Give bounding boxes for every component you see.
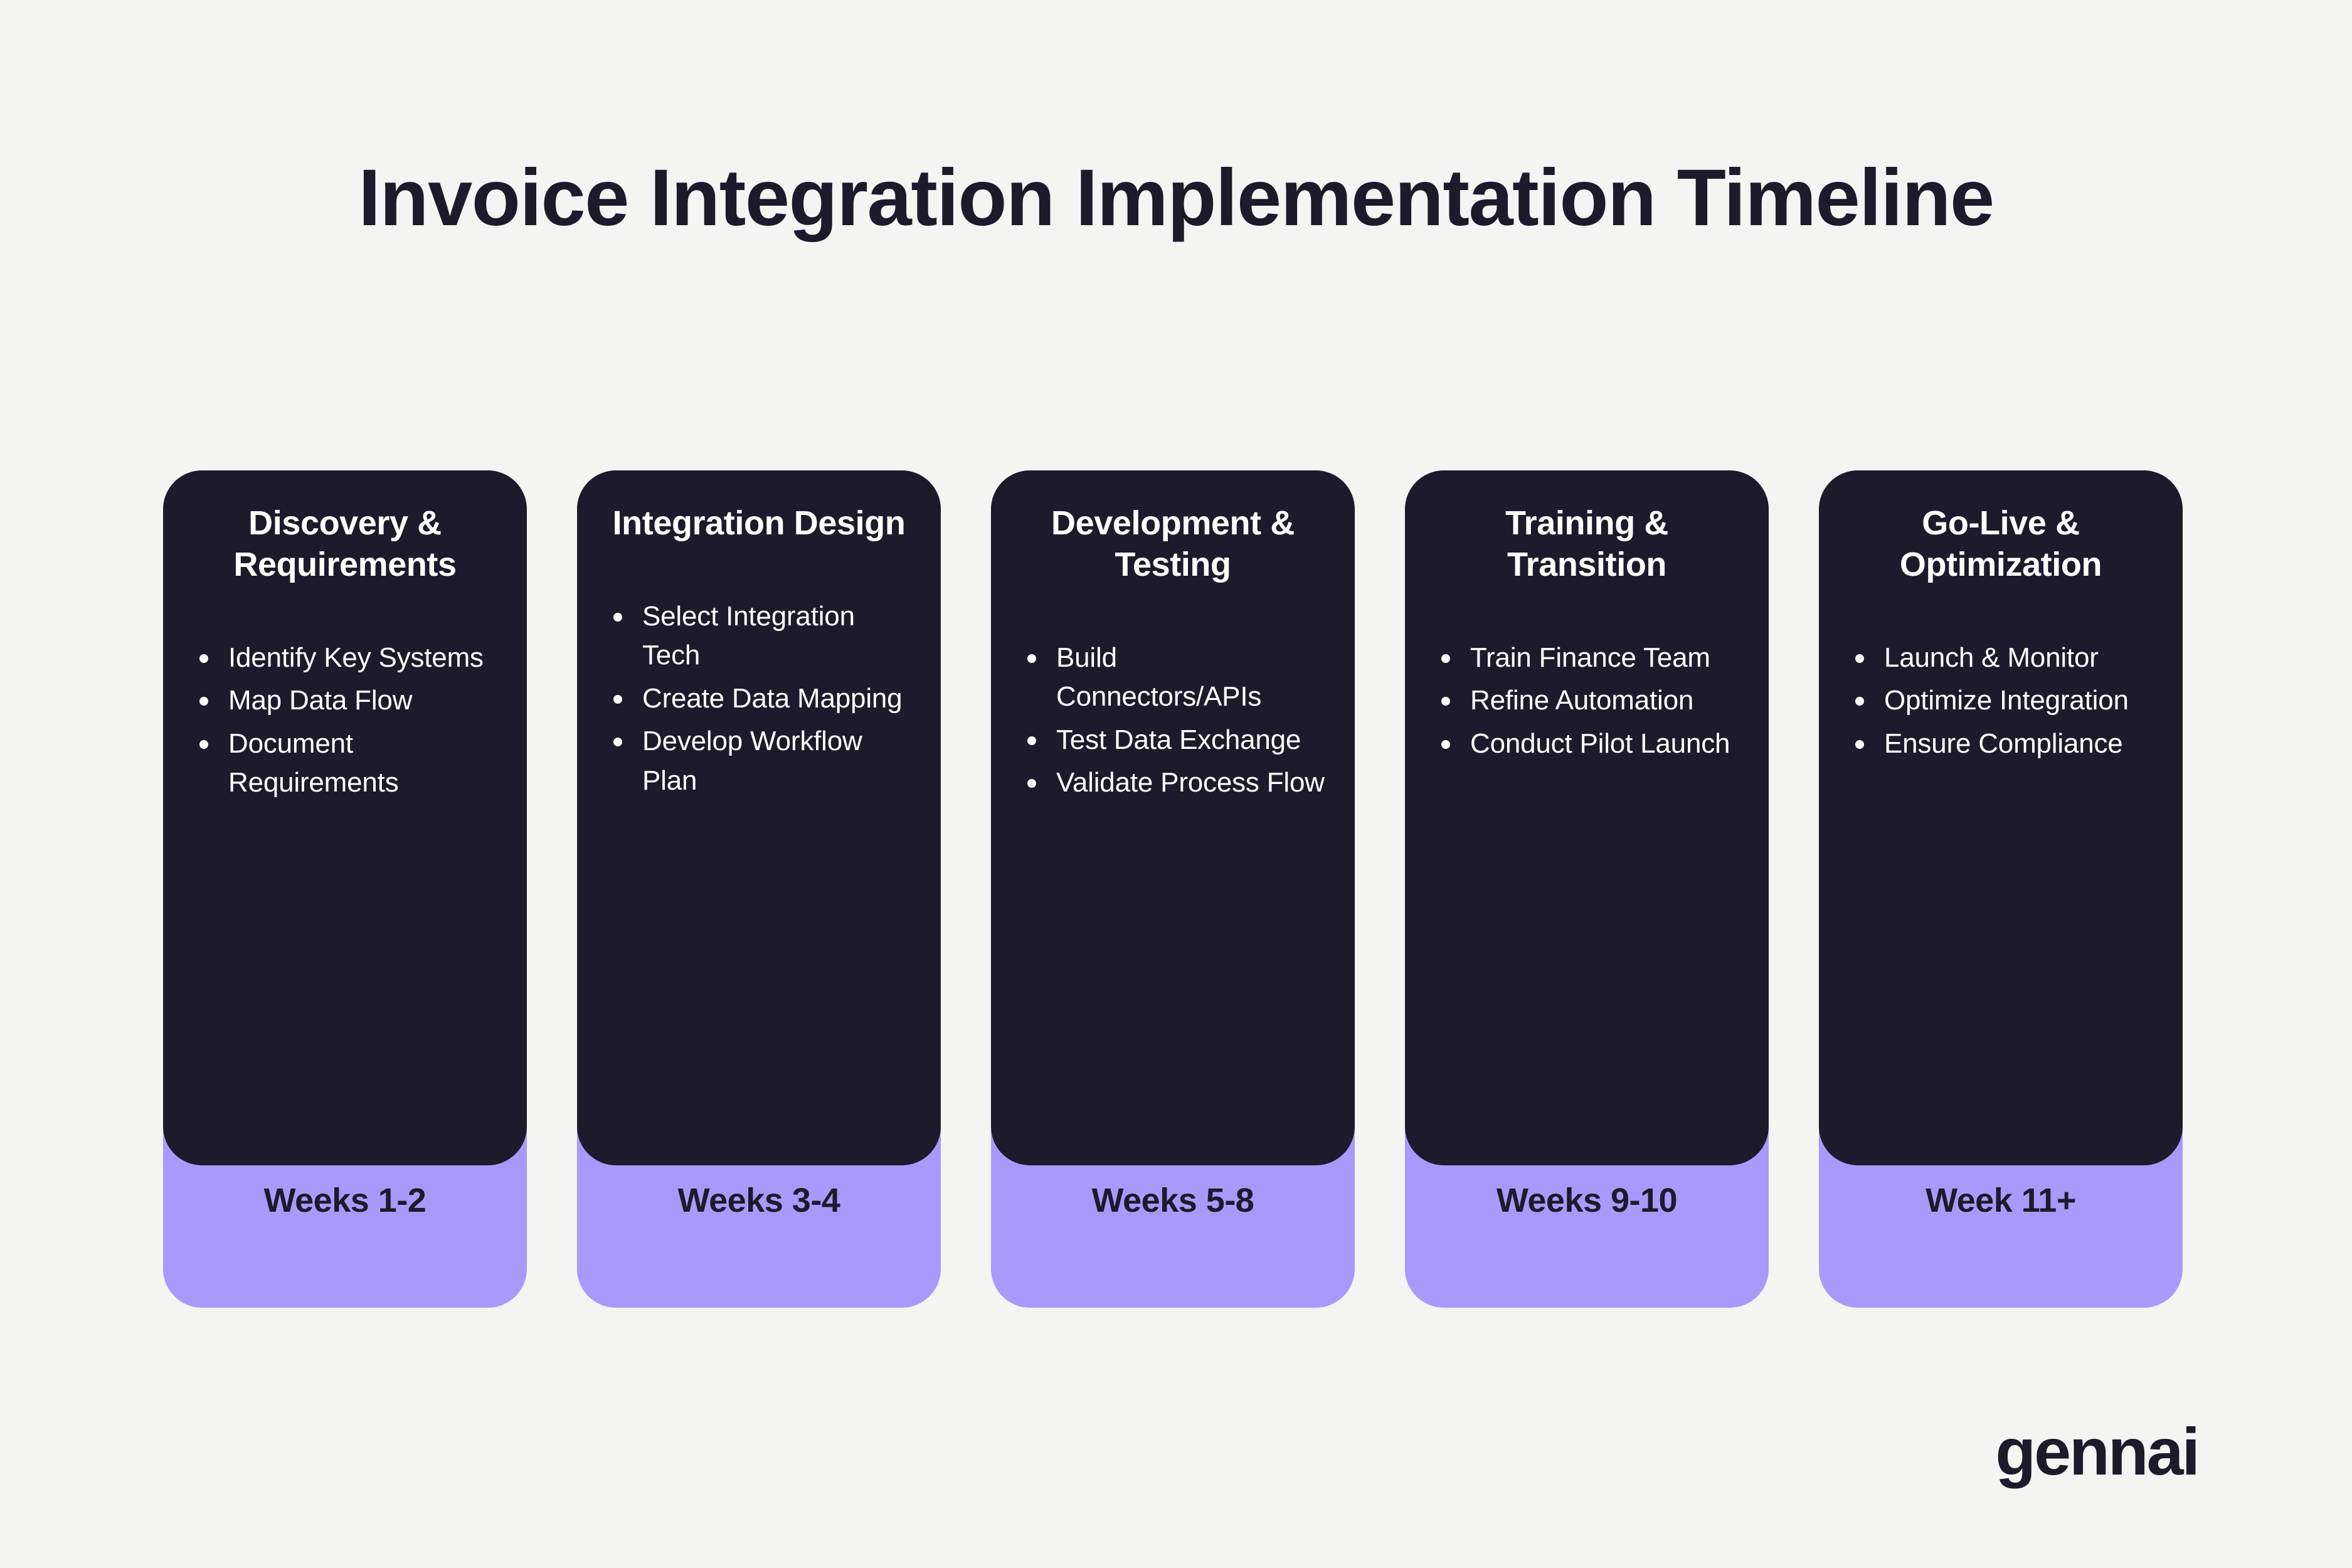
bullet-icon xyxy=(1441,739,1450,749)
stage-activity-label: Test Data Exchange xyxy=(1056,724,1301,755)
stage-activity-label: Refine Automation xyxy=(1470,685,1694,716)
bullet-icon xyxy=(1027,736,1036,745)
brand-logo: gennai xyxy=(1995,1415,2200,1489)
stage-activity-label: Build Connectors/APIs xyxy=(1056,642,1262,712)
stage-activity-item: Validate Process Flow xyxy=(1022,763,1326,802)
bullet-icon xyxy=(1027,779,1036,788)
stage-title: Development & Testing xyxy=(1051,504,1295,583)
stage-activity-label: Ensure Compliance xyxy=(1884,728,2123,759)
stage-activity-label: Create Data Mapping xyxy=(642,682,903,714)
bullet-icon xyxy=(613,694,622,704)
stage-activity-item: Refine Automation xyxy=(1436,681,1740,720)
stage-activity-item: Optimize Integration xyxy=(1850,681,2154,720)
stage-activity-label: Launch & Monitor xyxy=(1884,642,2099,673)
page-title: Invoice Integration Implementation Timel… xyxy=(358,153,1994,243)
stage-activity-item: Map Data Flow xyxy=(194,681,498,720)
stage-activity-item: Train Finance Team xyxy=(1436,638,1740,677)
bullet-icon xyxy=(1441,697,1450,706)
stage-activity-label: Train Finance Team xyxy=(1470,642,1710,673)
stage-activity-item: Document Requirements xyxy=(194,724,498,803)
stage-activity-item: Select Integration Tech xyxy=(608,597,912,675)
bullet-icon xyxy=(1441,654,1450,663)
stage-activity-label: Select Integration Tech xyxy=(642,600,855,671)
stage-duration-label: Weeks 5-8 xyxy=(1091,1182,1254,1219)
page-title-container: Invoice Integration Implementation Timel… xyxy=(0,146,2352,252)
stage-activity-item: Build Connectors/APIs xyxy=(1022,638,1326,717)
bullet-icon xyxy=(1027,654,1036,663)
stage-duration-label: Weeks 1-2 xyxy=(263,1182,426,1219)
stage-title: Discovery & Requirements xyxy=(233,504,457,583)
stage-activity-item: Develop Workflow Plan xyxy=(608,722,912,800)
stage-duration-label: Weeks 3-4 xyxy=(677,1182,840,1219)
stage-activity-item: Create Data Mapping xyxy=(608,679,912,718)
stage-activity-label: Map Data Flow xyxy=(228,685,413,716)
bullet-icon xyxy=(613,612,622,622)
bullet-icon xyxy=(613,738,622,747)
stage-activity-label: Conduct Pilot Launch xyxy=(1470,728,1730,759)
stage-title: Integration Design xyxy=(612,504,906,542)
stage-duration-label: Week 11+ xyxy=(1926,1182,2076,1219)
stage-activity-label: Identify Key Systems xyxy=(228,642,484,673)
stage-activity-item: Ensure Compliance xyxy=(1850,724,2154,763)
stage-duration-label: Weeks 9-10 xyxy=(1496,1182,1678,1219)
bullet-icon xyxy=(199,654,208,663)
stage-activity-label: Document Requirements xyxy=(228,728,399,798)
bullet-icon xyxy=(1855,697,1864,706)
stage-title: Go-Live & Optimization xyxy=(1899,504,2102,583)
stage-activity-item: Conduct Pilot Launch xyxy=(1436,724,1740,763)
bullet-icon xyxy=(1855,654,1864,663)
stage-activity-item: Identify Key Systems xyxy=(194,638,498,677)
stage-activity-item: Test Data Exchange xyxy=(1022,721,1326,760)
stage-activity-label: Optimize Integration xyxy=(1884,685,2129,716)
bullet-icon xyxy=(199,739,208,749)
stage-activity-label: Validate Process Flow xyxy=(1056,767,1325,798)
bullet-icon xyxy=(1855,739,1864,749)
stage-activity-label: Develop Workflow Plan xyxy=(642,726,862,796)
bullet-icon xyxy=(199,697,208,706)
stage-title: Training & Transition xyxy=(1505,504,1668,583)
stage-activity-item: Launch & Monitor xyxy=(1850,638,2154,677)
